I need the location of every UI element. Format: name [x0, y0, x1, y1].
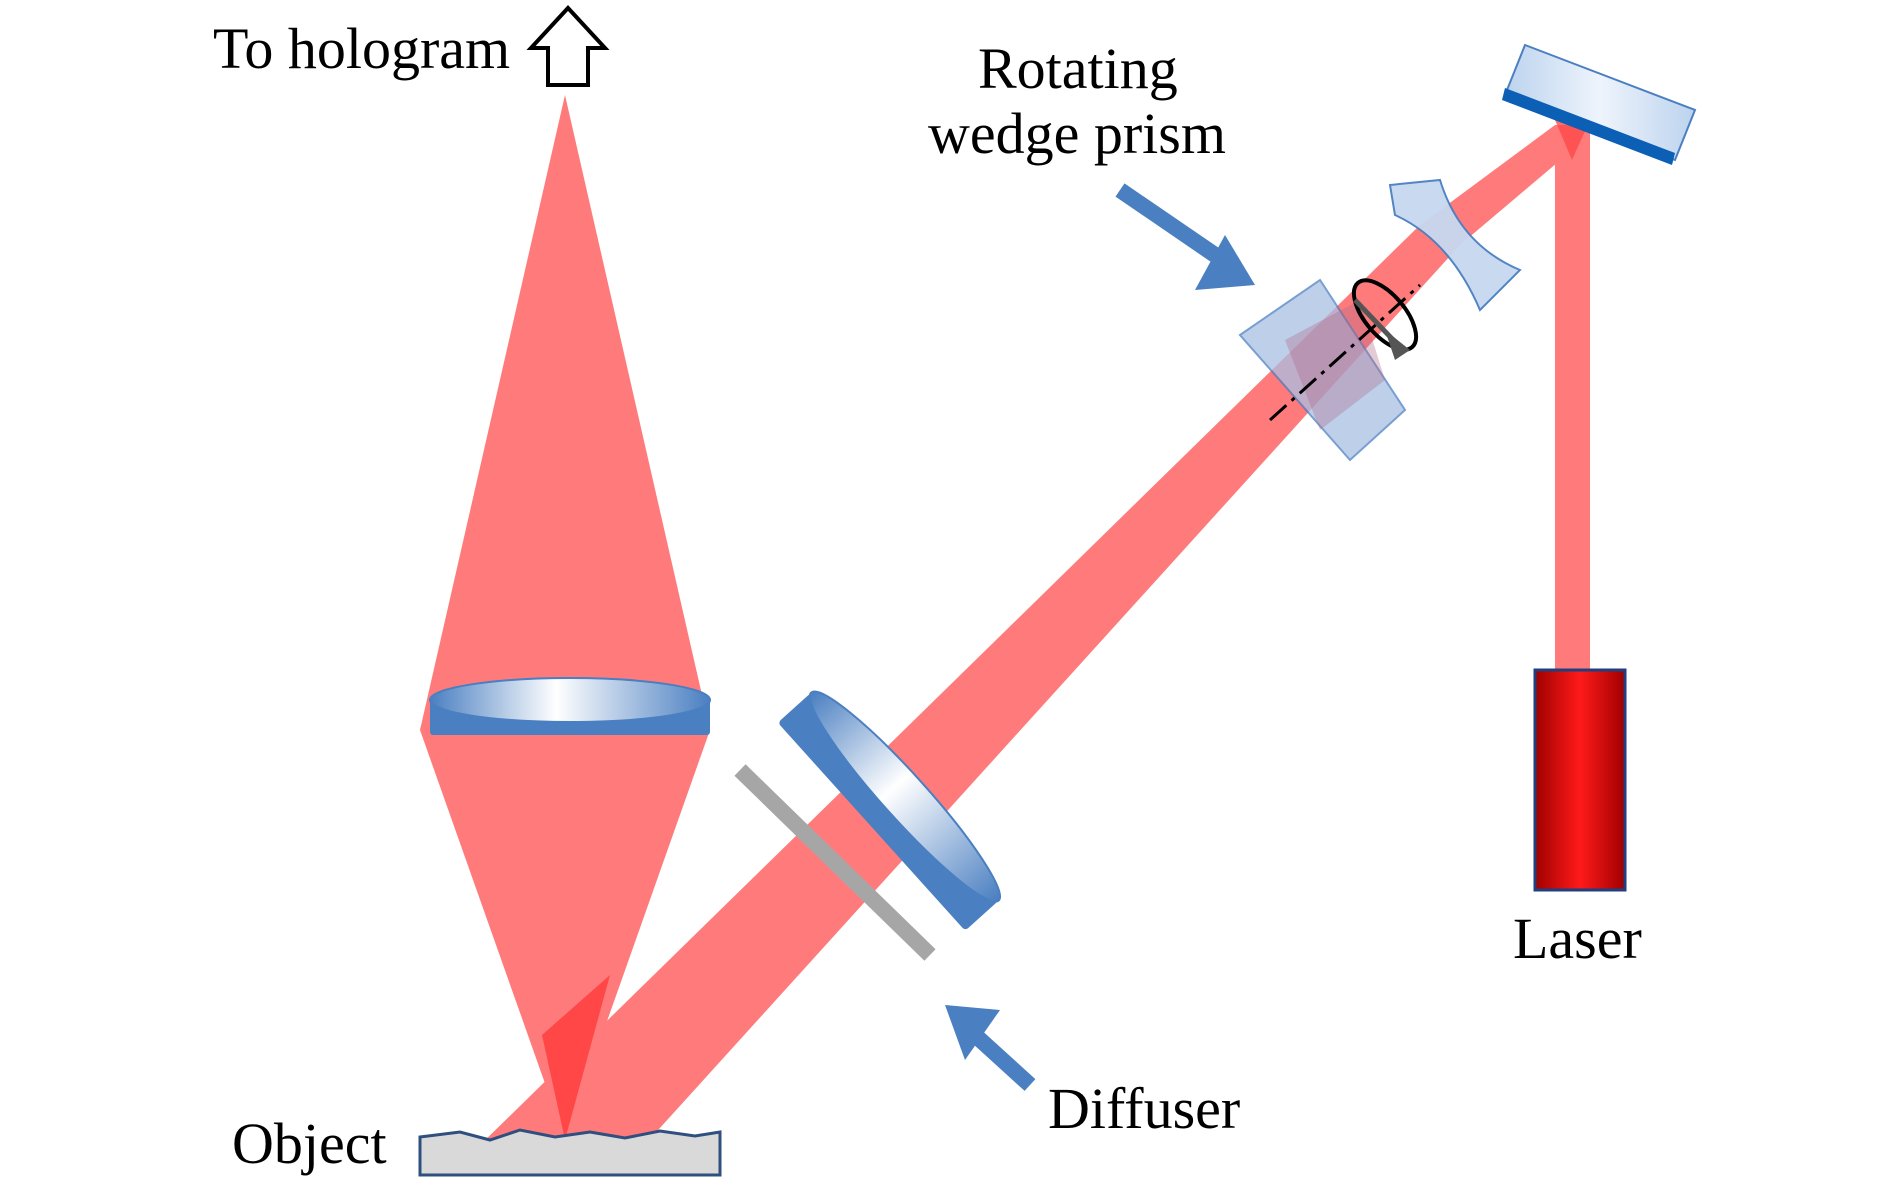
convex-lens-diagonal: [779, 690, 1001, 930]
convex-lens-horizontal: [429, 677, 711, 735]
rotating-wedge-prism-label-line1: Rotating: [978, 36, 1178, 101]
object: [418, 1128, 722, 1177]
rotating-wedge-prism: [1238, 278, 1407, 462]
diffuser-label: Diffuser: [1048, 1076, 1240, 1141]
up-arrow-icon: [526, 5, 610, 87]
laser-label: Laser: [1513, 906, 1642, 971]
rotation-axis: [1268, 283, 1422, 422]
reflected-beam: [420, 95, 710, 1140]
rotating-wedge-prism-label-line2: wedge prism: [928, 101, 1226, 166]
prism-pointer-arrow: [1115, 183, 1255, 290]
beam-overlap: [542, 975, 610, 1140]
object-label: Object: [232, 1111, 387, 1176]
diffuser-plate: [734, 764, 936, 961]
diffuser-pointer-arrow: [945, 1005, 1036, 1091]
concave-lens: [1388, 178, 1522, 312]
to-hologram-label: To hologram: [213, 16, 510, 81]
expanded-beam: [475, 225, 1460, 1150]
laser-beam-vertical: [1555, 125, 1590, 670]
rotation-arrow-icon: [1351, 278, 1419, 360]
mirror: [1502, 43, 1697, 165]
laser: [1533, 668, 1627, 892]
